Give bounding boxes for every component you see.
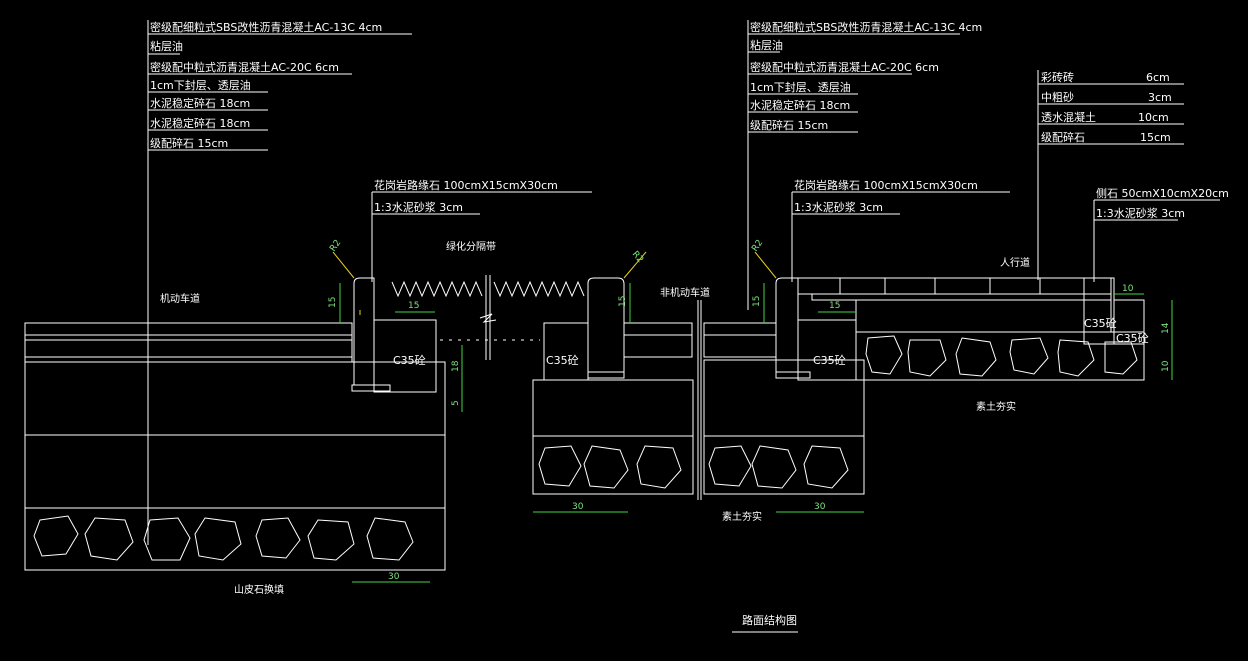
sidewalk-layer-name: 彩砖砖 xyxy=(1041,70,1074,84)
sidewalk-layer-name: 中粗砂 xyxy=(1041,91,1074,104)
concrete-label: C35砼 xyxy=(393,354,426,367)
curb-label: 花岗岩路缘石 100cmX15cmX30cm xyxy=(794,178,978,192)
mortar-label: 1:3水泥砂浆 3cm xyxy=(374,200,463,214)
zone-labels: 绿化分隔带 机动车道 非机动车道 人行道 素土夯实 素土夯实 山皮石换填 xyxy=(160,240,1030,596)
svg-text:10: 10 xyxy=(1161,360,1171,372)
svg-text:C35砼: C35砼 xyxy=(546,354,579,367)
figure-title-group: 路面结构图 xyxy=(732,613,798,633)
nonmotor-lane-section xyxy=(532,300,865,500)
svg-text:R2: R2 xyxy=(630,250,645,266)
edge-stone-label: 侧石 50cmX10cmX20cm xyxy=(1096,187,1229,200)
right-layer-labels: 密级配细粒式SBS改性沥青混凝土AC-13C 4cm 粘层油 密级配中粒式沥青混… xyxy=(750,20,982,132)
svg-text:C35砼: C35砼 xyxy=(1116,332,1149,345)
radius-arrows: R2 R2 R2 xyxy=(328,238,777,279)
right-layer-label: 粘层油 xyxy=(750,38,783,52)
svg-text:15: 15 xyxy=(829,301,840,311)
left-layer-labels: 密级配细粒式SBS改性沥青混凝土AC-13C 4cm 粘层油 密级配中粒式沥青混… xyxy=(150,20,382,150)
right-layer-label: 密级配中粒式沥青混凝土AC-20C 6cm xyxy=(750,60,939,74)
sidewalk-layer-value: 3cm xyxy=(1148,91,1172,104)
sidewalk-layer-name: 透水混凝土 xyxy=(1041,110,1096,124)
right-layer-label: 级配碎石 15cm xyxy=(750,118,828,132)
plain-soil-label: 素土夯实 xyxy=(722,510,762,523)
sidewalk-layer-name: 级配碎石 xyxy=(1041,130,1085,144)
green-belt xyxy=(391,275,585,360)
mountain-stone-label: 山皮石换填 xyxy=(234,583,284,596)
motor-lane-section xyxy=(24,322,446,571)
svg-text:30: 30 xyxy=(814,502,826,512)
svg-text:10: 10 xyxy=(1122,284,1134,294)
svg-text:5: 5 xyxy=(451,400,461,406)
left-layer-label: 水泥稳定碎石 18cm xyxy=(150,116,250,130)
motor-lane-label: 机动车道 xyxy=(160,292,200,305)
curb-label: 花岗岩路缘石 100cmX15cmX30cm xyxy=(374,178,558,192)
leader-lines xyxy=(147,20,1220,545)
svg-text:C35砼: C35砼 xyxy=(813,354,846,367)
right-curb: C35砼 xyxy=(775,277,857,381)
sidewalk-layer-labels: 彩砖砖 6cm 中粗砂 3cm 透水混凝土 10cm 级配碎石 15cm xyxy=(1041,70,1172,144)
plain-soil-label: 素土夯实 xyxy=(976,400,1016,413)
sidewalk-layer-value: 15cm xyxy=(1140,131,1171,144)
svg-text:15: 15 xyxy=(328,297,338,308)
figure-title: 路面结构图 xyxy=(742,613,797,627)
nonmotor-lane-label: 非机动车道 xyxy=(660,286,710,299)
right-layer-label: 水泥稳定碎石 18cm xyxy=(750,98,850,112)
dimension-lines: 15 15 18 5 15 15 15 30 30 30 10 14 10 xyxy=(328,283,1173,583)
green-belt-label: 绿化分隔带 xyxy=(446,240,496,253)
sidewalk-layer-value: 6cm xyxy=(1146,71,1170,84)
svg-text:30: 30 xyxy=(572,502,584,512)
svg-text:R2: R2 xyxy=(750,238,765,254)
svg-text:30: 30 xyxy=(388,572,400,582)
left-layer-label: 密级配中粒式沥青混凝土AC-20C 6cm xyxy=(150,60,339,74)
svg-text:C35砼: C35砼 xyxy=(1084,317,1117,330)
mortar-label: 1:3水泥砂浆 3cm xyxy=(794,200,883,214)
left-layer-label: 水泥稳定碎石 18cm xyxy=(150,96,250,110)
svg-text:R2: R2 xyxy=(328,238,343,254)
svg-text:14: 14 xyxy=(1161,322,1171,334)
left-layer-label: 1cm下封层、透层油 xyxy=(150,78,251,92)
mortar-label: 1:3水泥砂浆 3cm xyxy=(1096,206,1185,220)
left-layer-label: 密级配细粒式SBS改性沥青混凝土AC-13C 4cm xyxy=(150,20,382,34)
left-layer-label: 级配碎石 15cm xyxy=(150,136,228,150)
sidewalk-section: C35砼 C35砼 xyxy=(797,277,1149,381)
left-layer-label: 粘层油 xyxy=(150,39,183,53)
svg-text:15: 15 xyxy=(618,296,628,307)
left-curb: C35砼 xyxy=(351,277,437,393)
svg-text:15: 15 xyxy=(752,296,762,307)
sidewalk-label: 人行道 xyxy=(1000,256,1030,269)
right-layer-label: 1cm下封层、透层油 xyxy=(750,80,851,94)
center-curb: C35砼 xyxy=(543,277,625,381)
sidewalk-layer-value: 10cm xyxy=(1138,111,1169,124)
svg-text:15: 15 xyxy=(408,301,419,311)
svg-text:18: 18 xyxy=(451,360,461,372)
curb-callouts: 花岗岩路缘石 100cmX15cmX30cm 1:3水泥砂浆 3cm 花岗岩路缘… xyxy=(374,178,1229,220)
right-layer-label: 密级配细粒式SBS改性沥青混凝土AC-13C 4cm xyxy=(750,20,982,34)
